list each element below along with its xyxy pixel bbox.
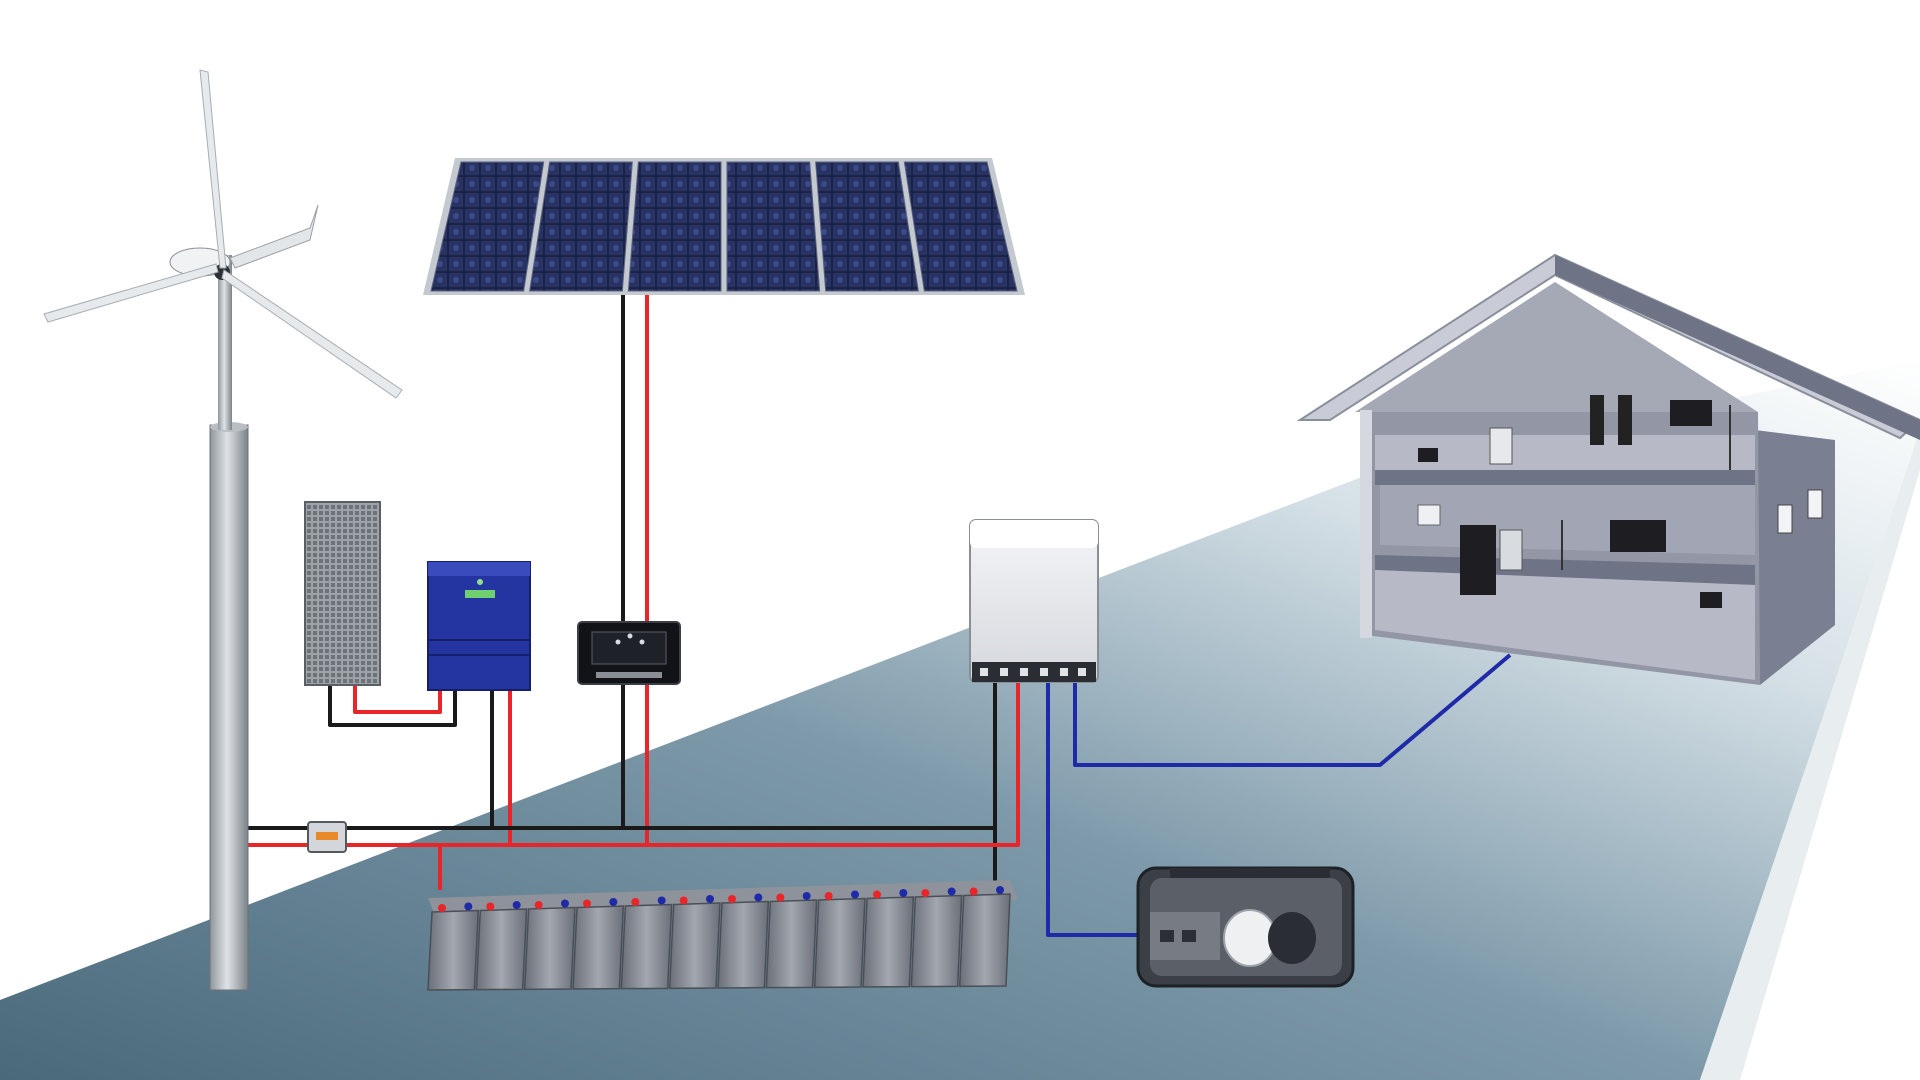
battery-terminal-positive <box>873 890 881 899</box>
solar-panel <box>903 161 1018 292</box>
battery-cell <box>813 897 866 989</box>
battery-terminal-positive <box>776 893 785 902</box>
battery-terminal-negative <box>512 901 521 909</box>
resistor-icon <box>304 501 381 686</box>
wire-dc-positive-bus <box>345 680 1020 847</box>
battery-terminal-negative <box>464 902 473 911</box>
solar-panel <box>627 161 722 292</box>
battery-icon <box>427 880 1018 991</box>
battery-terminal-positive <box>583 899 591 908</box>
battery-terminal-negative <box>657 896 666 905</box>
battery-cell <box>765 899 818 989</box>
turbine-tail <box>229 204 319 269</box>
battery-terminal-negative <box>754 893 763 902</box>
battery-cell <box>668 902 721 990</box>
battery-terminal-negative <box>947 887 956 896</box>
wire-ac-generator <box>1046 680 1150 937</box>
battery-terminal-positive <box>534 901 543 909</box>
battery-cell <box>717 900 770 989</box>
battery-cell <box>523 906 576 991</box>
wires <box>245 295 1512 937</box>
battery-terminal-negative <box>802 892 811 900</box>
battery-terminal-negative <box>706 895 714 903</box>
battery-terminal-positive <box>728 895 736 903</box>
charge-controller-icon <box>577 621 681 685</box>
battery-terminal-positive <box>631 898 640 906</box>
battery-terminal-positive <box>679 896 688 905</box>
solar-panel <box>529 161 633 292</box>
turbine-mast <box>218 255 232 430</box>
battery-cell <box>427 909 480 991</box>
wire-dc-negative <box>328 685 457 727</box>
house-icon <box>1296 253 1920 685</box>
battery-terminal-positive <box>824 892 833 900</box>
turbine-blade <box>199 69 227 269</box>
battery-terminal-positive <box>969 887 978 896</box>
battery-terminal-negative <box>851 890 859 899</box>
turbine-blade <box>221 269 403 399</box>
inverter-icon <box>969 519 1099 683</box>
solar-panel <box>815 161 919 292</box>
battery-cell <box>862 896 915 988</box>
battery-terminal-positive <box>486 902 495 911</box>
wire-dc-positive <box>353 685 442 714</box>
battery-terminal-negative <box>561 899 569 908</box>
battery-terminal-negative <box>609 898 618 906</box>
battery-terminal-negative <box>996 886 1004 894</box>
controller-icon <box>427 561 531 691</box>
battery-terminal-negative <box>899 889 908 897</box>
breaker-icon <box>307 821 347 853</box>
battery-terminal-positive <box>438 904 446 912</box>
battery-terminal-positive <box>921 889 930 897</box>
battery-cell <box>475 908 528 991</box>
solar-panel <box>726 161 821 292</box>
battery-cell <box>572 905 625 990</box>
solar-panel-icon <box>423 158 1025 295</box>
turbine-pole <box>209 424 249 991</box>
turbine-blade <box>43 263 219 323</box>
wind-turbine-icon <box>43 69 403 991</box>
wire-ac-house <box>1073 653 1512 767</box>
battery-cell <box>958 893 1011 988</box>
battery-cell <box>910 894 963 988</box>
ground-edge <box>1700 430 1920 1080</box>
generator-icon <box>1136 866 1355 988</box>
battery-cell <box>620 903 673 990</box>
solar-panel <box>430 161 545 292</box>
